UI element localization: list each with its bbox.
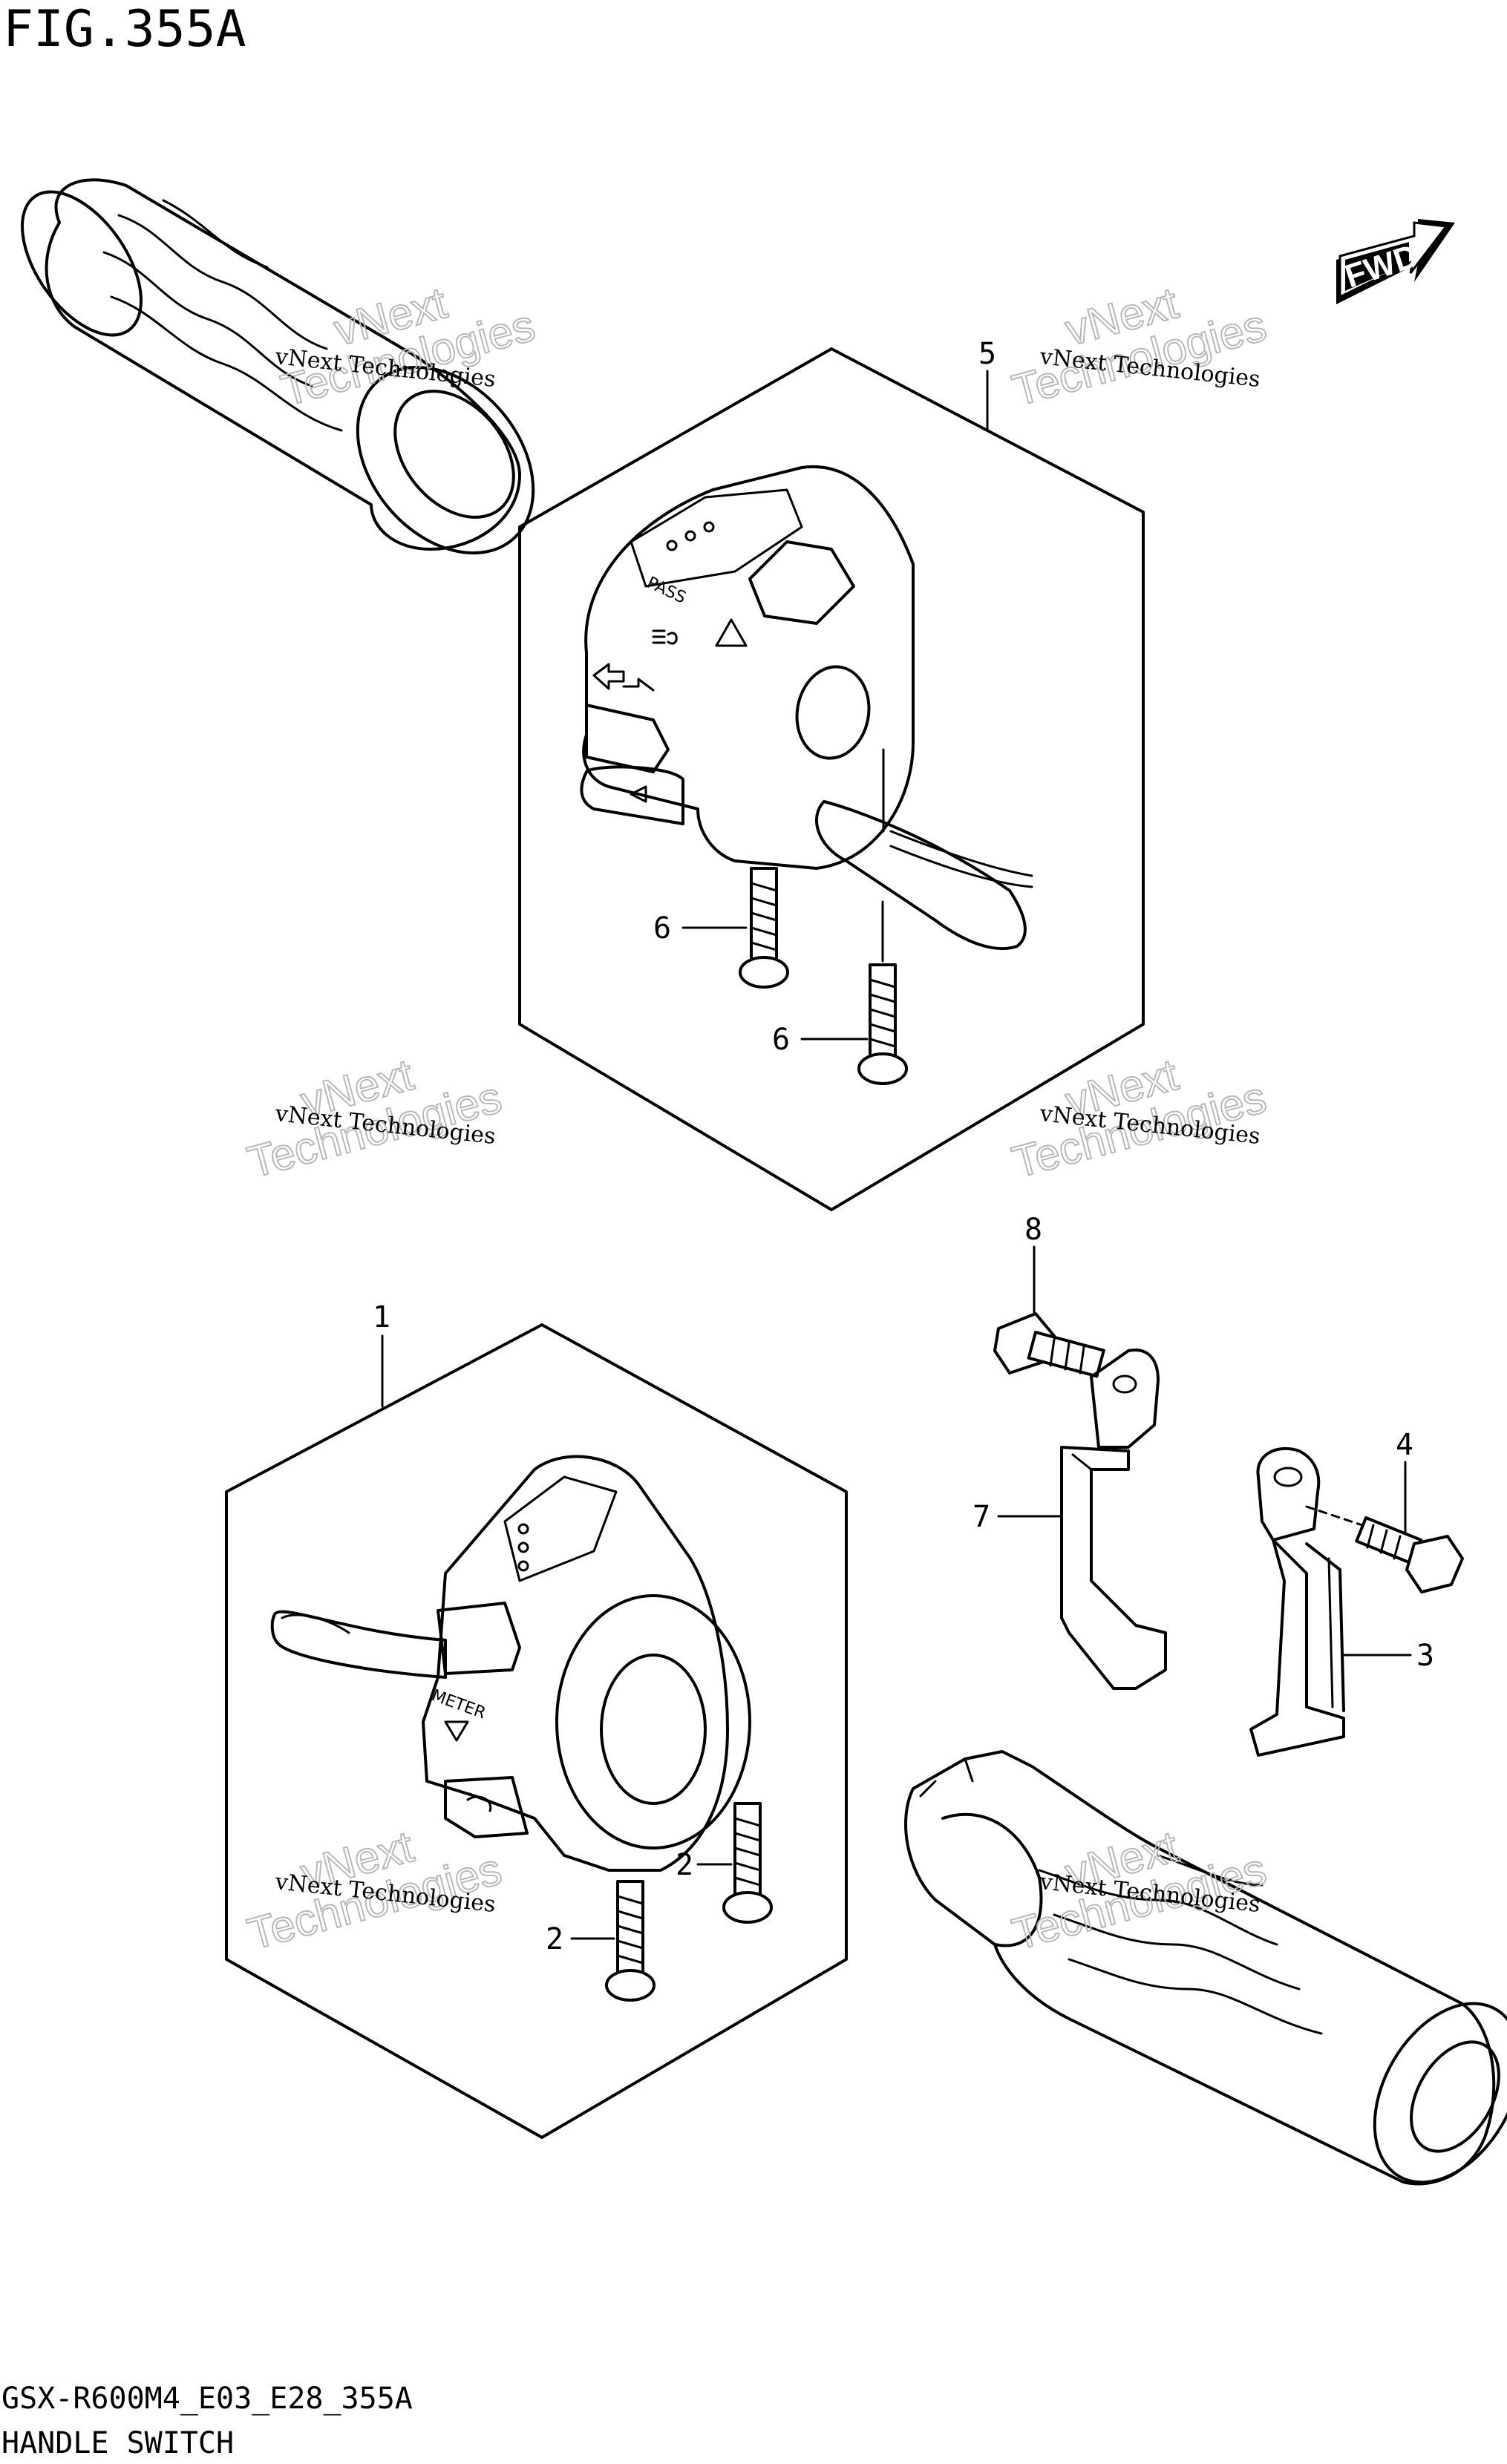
watermark-4: Technologies vNext [1007, 1049, 1272, 1188]
callout-5: 5 [978, 337, 996, 371]
screw-2a [722, 1802, 773, 1924]
callout-4: 4 [1396, 1428, 1413, 1462]
model-code: GSX-R600M4_E03_E28_355A [1, 2382, 413, 2416]
horn-icon [630, 785, 647, 803]
watermark-3: Technologies vNext [242, 1049, 508, 1188]
callout-1: 1 [373, 1300, 390, 1334]
turn-left-arrow-icon [592, 663, 625, 690]
callout-8: 8 [1024, 1213, 1042, 1247]
screw-6b [857, 963, 908, 1085]
figure-title: FIG.355A [3, 0, 246, 59]
right-grip-lower [904, 1750, 1507, 2186]
screw-6a [739, 867, 789, 989]
left-grip-upper [21, 178, 535, 555]
watermark-2: Technologies vNext [1007, 277, 1272, 416]
figure-caption: HANDLE SWITCH [1, 2426, 234, 2460]
callout-6a: 6 [653, 911, 671, 946]
callout-2a: 2 [676, 1848, 693, 1882]
turn-right-arrow-icon [622, 678, 655, 692]
bracket-7: 7 [972, 1349, 1167, 1690]
bolt-8: 8 [993, 1213, 1105, 1378]
headlight-icon [652, 629, 678, 645]
callout-3: 3 [1416, 1639, 1434, 1673]
left-switch-assembly-group: 1 METER 2 2 [225, 1300, 848, 2139]
pass-label: PASS [644, 574, 688, 608]
hazard-icon [715, 618, 748, 647]
fwd-arrow-icon: FWD [1336, 219, 1455, 304]
callout-2b: 2 [546, 1922, 563, 1956]
callout-7: 7 [972, 1500, 990, 1534]
bracket-3: 3 [1249, 1446, 1434, 1757]
watermark-1: Technologies vNext [275, 277, 541, 416]
callout-6b: 6 [772, 1023, 790, 1057]
bolt-4: 4 [1305, 1428, 1464, 1593]
screw-2b [605, 1880, 656, 2002]
right-switch-assembly-group: 5 PASS [518, 337, 1145, 1211]
starter-icon [466, 1795, 492, 1812]
meter-label: METER [429, 1686, 488, 1723]
dimmer-down-icon [444, 1720, 469, 1742]
